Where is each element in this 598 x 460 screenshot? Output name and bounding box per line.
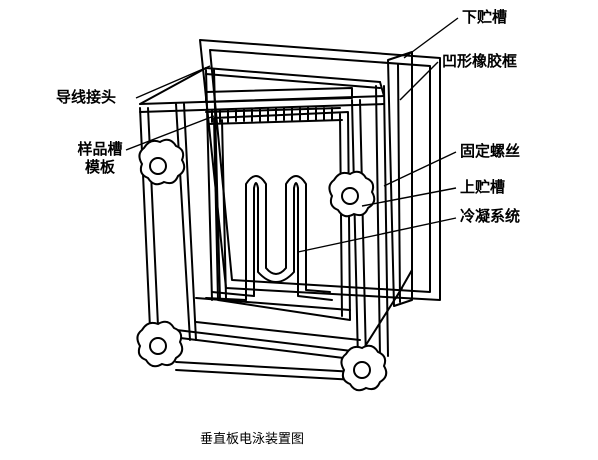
leader-sample-template [125,115,215,151]
fixing-screws [136,138,388,392]
figure-caption: 垂直板电泳装置图 [200,432,305,447]
screw-rods [363,269,413,349]
label-upper-reservoir: 上贮槽 [460,178,506,196]
concave-rubber-frame [387,51,413,307]
label-sample-slot-template: 样品槽模板 [77,140,123,176]
sample-slot-template [205,107,343,125]
label-fixing-screw: 固定螺丝 [460,142,521,160]
leader-concave-frame [399,61,439,101]
bottom-frame-bars [159,297,361,381]
label-lower-reservoir: 下贮槽 [462,8,508,26]
knob-right-mid [328,170,376,218]
knob-bottom-right [340,344,388,392]
label-condenser-system: 冷凝系统 [460,207,521,225]
leader-fixing-screw [383,151,457,187]
condenser-coil [205,175,333,301]
leader-upper-reservoir [361,187,457,207]
label-wire-connector: 导线接头 [56,88,117,106]
knob-top-left [138,138,186,186]
label-concave-rubber-frame: 凹形橡胶框 [442,52,518,70]
knob-bottom-left [136,320,184,368]
leader-condenser [297,217,457,253]
leader-lower-reservoir [403,17,459,59]
lower-reservoir-plate [199,39,441,301]
leader-wire-connector [135,65,211,99]
upper-reservoir [205,87,353,103]
